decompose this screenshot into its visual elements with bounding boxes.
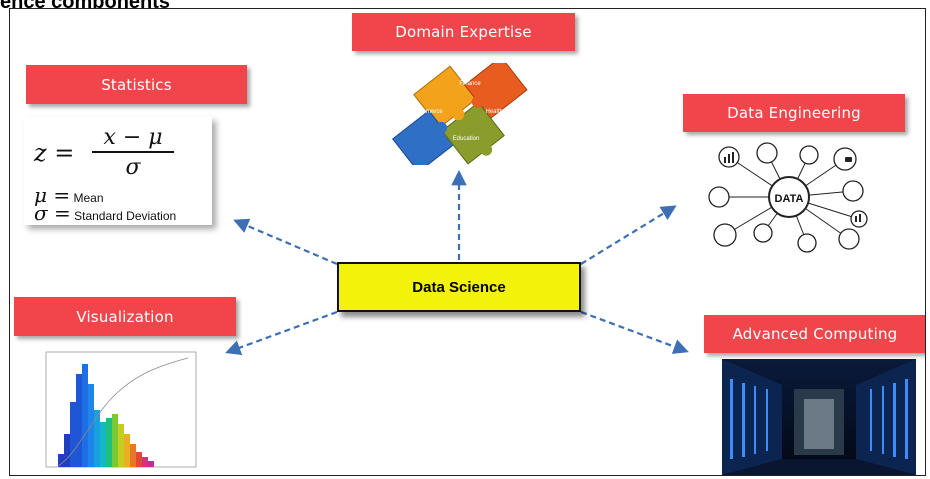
legend-std-dev: σ = Standard Deviation [34,201,176,225]
server-room-image [722,359,916,475]
arrow-to-advanced-computing [580,310,689,354]
piece-label-education: Education [453,136,480,142]
cumulative-curve [57,357,189,467]
std-dev-text: Standard Deviation [74,209,177,223]
histogram-image [38,344,208,474]
visualization-label: Visualization [14,297,236,336]
formula-lhs: z = [34,139,75,167]
data-engineering-label: Data Engineering [683,94,905,132]
arrow-to-data-engineering [580,205,677,265]
formula-numerator: x − μ [103,125,163,150]
data-engineering-graphic: DATA [708,142,868,253]
formula-fraction: x − μ σ [92,125,174,180]
piece-label-e-commerce: E-Commerce [407,109,443,115]
arrow-to-visualization [225,310,338,355]
sigma-symbol: σ = [34,201,71,225]
page-heading: ence components [0,0,260,9]
mean-text: Mean [73,191,104,205]
domain-expertise-label: Domain Expertise [352,13,575,51]
connector-arrows [225,169,689,355]
puzzle-pieces-image: Finance E-Commerce Healthcare Education [392,63,528,165]
formula-denominator: σ [125,154,141,180]
diagram-frame: Domain Expertise Statistics Data Enginee… [9,8,926,476]
z-score-formula-card: z = x − μ σ μ = Mean σ = Standard Deviat… [24,117,212,225]
z-score-formula: z = x − μ σ [34,125,204,180]
statistics-label: Statistics [26,65,247,104]
data-hub-label: DATA [775,193,804,205]
legend-mean: μ = Mean [34,183,104,207]
mu-symbol: μ = [34,183,71,207]
piece-label-finance: Finance [459,81,481,87]
advanced-computing-label: Advanced Computing [704,315,925,353]
data-science-node: Data Science [337,262,581,312]
piece-label-healthcare: Healthcare [485,109,515,115]
fraction-bar [92,151,174,153]
arrow-to-statistics [233,218,338,266]
